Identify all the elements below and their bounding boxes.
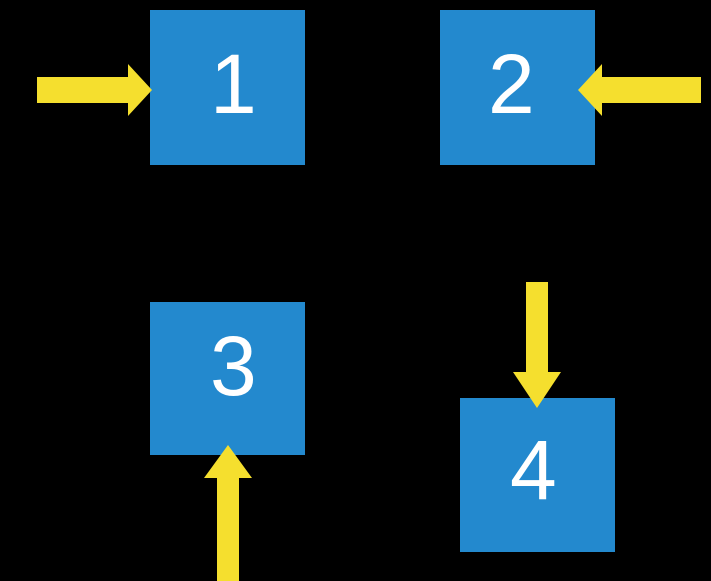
arrow-down-into-node-4 (513, 282, 561, 408)
node-3-label: 3 (210, 319, 257, 413)
node-2-label: 2 (488, 37, 535, 131)
arrow-left-into-node-2 (578, 64, 701, 116)
arrow-up-into-node-3 (204, 445, 252, 581)
node-4-label: 4 (510, 423, 557, 517)
node-1[interactable] (150, 10, 305, 165)
node-2[interactable] (440, 10, 595, 165)
node-1-label: 1 (210, 37, 257, 131)
node-4[interactable] (460, 398, 615, 552)
node-3[interactable] (150, 302, 305, 455)
arrow-right-into-node-1 (37, 64, 152, 116)
